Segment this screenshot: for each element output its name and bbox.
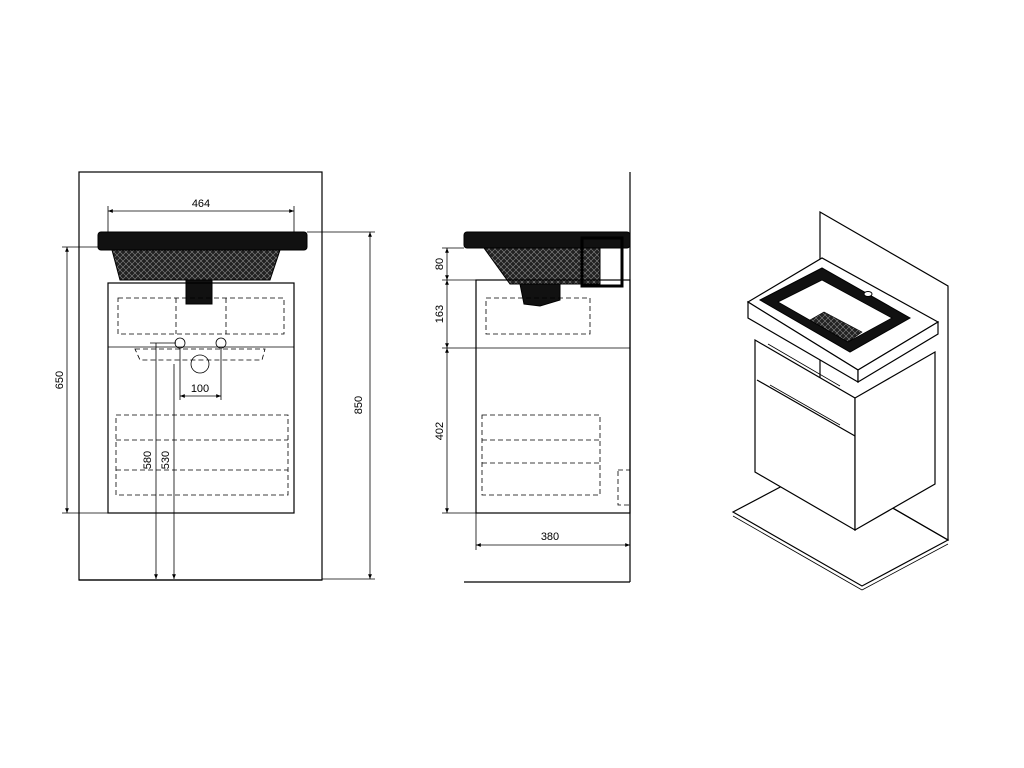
front-valve-right (215, 337, 227, 349)
side-basin-bowl (483, 247, 601, 285)
front-cabinet (107, 282, 295, 514)
dim-label-402: 402 (434, 422, 446, 440)
side-siphon (519, 283, 561, 307)
dim-label-650: 650 (54, 371, 66, 389)
iso-cabinet-side (854, 350, 936, 532)
front-upper-drawer-dashed (117, 297, 285, 335)
dim-label-580: 580 (142, 451, 154, 469)
front-view: 464 650 850 580 530 100 (54, 171, 375, 581)
front-valve-left (174, 337, 186, 349)
dim-label-380: 380 (541, 531, 559, 543)
front-drain-circle (190, 354, 210, 374)
front-basin-bowl (111, 249, 281, 281)
side-basin-rim (463, 231, 631, 249)
front-siphon (185, 279, 213, 305)
dim-label-163: 163 (434, 305, 446, 323)
dim-label-850: 850 (353, 396, 365, 414)
dim-label-100: 100 (191, 383, 209, 395)
side-cabinet (475, 279, 631, 514)
dim-label-80: 80 (434, 258, 446, 270)
dim-label-464: 464 (192, 198, 210, 210)
isometric-view (731, 210, 950, 591)
front-basin-rim (97, 231, 308, 251)
side-view: 80 163 402 380 (434, 172, 631, 583)
side-lower-drawer-dashed (481, 414, 601, 496)
side-upper-drawer-dashed (485, 297, 591, 335)
iso-tap-hole (863, 291, 873, 297)
side-overflow (580, 236, 624, 288)
dim-label-530: 530 (160, 451, 172, 469)
front-lower-drawer-dashed (115, 414, 289, 496)
front-siphon-dashed (134, 348, 266, 361)
